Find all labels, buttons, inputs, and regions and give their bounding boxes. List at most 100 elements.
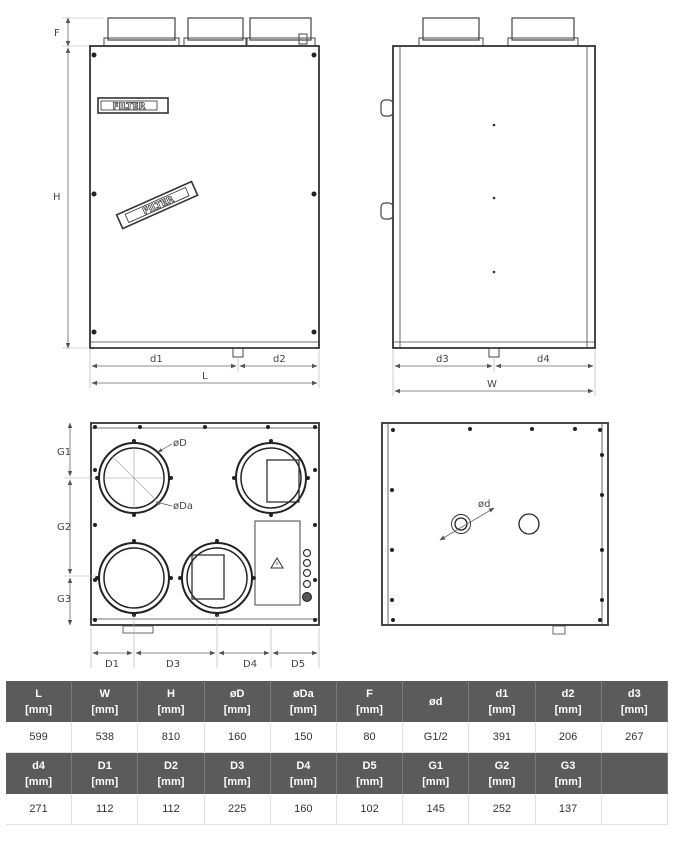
header-unit: [mm] [157,775,185,788]
header-name: L [35,687,42,700]
header-unit: [mm] [620,703,648,716]
header-name: øDa [292,687,314,700]
table-cell: 538 [71,722,139,753]
header-name: H [166,687,175,700]
dim-label-D3: D3 [166,659,180,670]
header-name: D2 [163,759,178,772]
table-cell: 102 [336,794,404,825]
header-unit: [mm] [356,775,383,788]
header-unit: [mm] [157,703,185,716]
dim-label-G2: G2 [57,522,71,533]
dim-label-od-small: ød [478,499,490,510]
header-name: G3 [560,759,576,772]
header-name: øD [229,687,245,700]
filter-handle-icon: FILTER [115,180,199,230]
dim-label-D1: D1 [105,659,119,670]
header-unit: [mm] [223,703,251,716]
table-cell: 267 [601,722,668,753]
table-cell: 137 [535,794,602,825]
table-cell: 206 [535,722,602,753]
table-header-cell: ød [402,681,470,722]
table-cell: 225 [204,794,271,825]
header-name: ød [428,695,443,708]
dimensions-table: L [mm] W [mm] H [mm] øD [mm] øDa [mm] F [mm] ød d1 [mm… [6,681,668,825]
header-unit: [mm] [25,703,53,716]
table-header-cell: d4 [mm] [6,752,73,794]
dim-label-d1: d1 [150,354,163,365]
header-unit: [mm] [356,703,383,716]
table-cell: 391 [468,722,536,753]
table-cell: G1/2 [402,722,470,753]
table-header-cell: d3 [mm] [601,681,668,722]
dim-label-d3: d3 [436,354,449,365]
header-unit: [mm] [289,703,317,716]
table-header-cell: L [mm] [6,681,73,722]
header-name: d4 [32,759,46,772]
header-unit: [mm] [554,775,582,788]
header-unit: [mm] [223,775,251,788]
dim-label-L: L [202,371,208,382]
dim-label-G3: G3 [57,594,71,605]
header-unit: [mm] [91,703,119,716]
dim-label-G1: G1 [57,447,71,458]
dim-label-D5: D5 [291,659,305,670]
table-header-cell: W [mm] [71,681,139,722]
header-name: d3 [627,687,641,700]
table-header-row: L [mm] W [mm] H [mm] øD [mm] øDa [mm] F [mm] ød d1 [mm… [6,681,668,722]
header-name: W [99,687,110,700]
header-unit: [mm] [488,775,516,788]
header-unit: [mm] [25,775,53,788]
table-cell: 112 [71,794,139,825]
dim-label-H: H [53,192,61,203]
table-header-row: d4[mm]D1[mm]D2[mm]D3[mm]D4[mm]D5[mm]G1[m… [6,752,668,794]
header-name: D3 [230,759,245,772]
table-cell: 145 [402,794,470,825]
filter-handle-icon: FILTER [97,97,169,114]
header-unit: [mm] [289,775,317,788]
bottom-view: ød [381,422,609,635]
header-unit: [mm] [554,703,582,716]
table-header-cell: D5 [mm] [336,752,404,794]
header-name: D4 [296,759,311,772]
table-cell: 599 [6,722,73,753]
front-view: FILTER FILTER F H d1 d2 L [53,17,320,388]
dim-label-oD: øD [173,438,187,449]
table-header-cell: G1[mm] [402,752,470,794]
table-header-cell: d2 [mm] [535,681,602,722]
technical-drawing: FILTER FILTER F H d1 d2 L [53,17,609,670]
header-unit: [mm] [488,703,516,716]
header-name: d1 [495,687,509,700]
header-name: G1 [428,759,444,772]
table-header-cell: G3 [mm] [535,752,602,794]
header-name: D1 [97,759,112,772]
side-view: d3 d4 W [380,17,596,396]
table-header-cell: øD [mm] [204,681,271,722]
table-header-cell: d1 [mm] [468,681,536,722]
table-cell: 160 [204,722,271,753]
table-cell: 160 [270,794,337,825]
top-view: øD øDa G1 G2 G3 D1 D3 D4 D5 [57,422,320,670]
dim-label-W: W [487,379,497,390]
header-name: F [366,687,373,700]
filter-label-top: FILTER [113,102,146,112]
table-cell: 810 [137,722,205,753]
table-header-cell: øDa [mm] [270,681,337,722]
table-header-cell: F [mm] [336,681,404,722]
table-header-cell: D2 [mm] [137,752,205,794]
table-cell: 271 [6,794,73,825]
table-cell [601,794,668,825]
header-unit: [mm] [91,775,119,788]
header-name: D5 [362,759,377,772]
dim-label-d4: d4 [537,354,550,365]
header-name: G2 [494,759,510,772]
table-header-cell: G2 [mm] [468,752,536,794]
dim-label-d2: d2 [273,354,286,365]
table-cell: 252 [468,794,536,825]
dim-label-F: F [54,28,60,39]
table-header-cell [601,752,668,794]
dim-label-oDa: øDa [173,501,193,512]
header-name: d2 [561,687,575,700]
table-cell: 80 [336,722,404,753]
table-header-cell: D4 [mm] [270,752,337,794]
